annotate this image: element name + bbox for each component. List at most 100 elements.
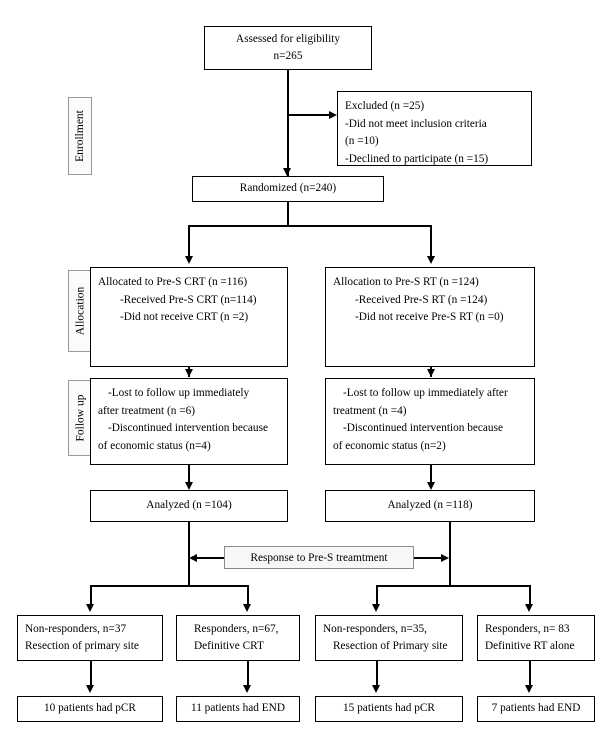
excluded-line-1: Excluded (n =25) — [345, 100, 425, 112]
connector-response-left-arm — [196, 557, 224, 559]
connector-analyzed-left-down — [188, 522, 190, 587]
connector-rt-results-split — [376, 585, 531, 587]
connector-out-1 — [90, 661, 92, 689]
connector-randomized-stem — [287, 202, 289, 226]
connector-rt-nonresp-drop — [376, 585, 378, 608]
allocated-crt-box: Allocated to Pre-S CRT (n =116) -Receive… — [90, 267, 288, 367]
excluded-box: Excluded (n =25) -Did not meet inclusion… — [337, 91, 532, 166]
connector-out-2 — [247, 661, 249, 689]
arrow-excluded — [329, 110, 337, 119]
arrow-response-right — [441, 553, 449, 562]
follow-right-line-4: of economic status (n=2) — [333, 439, 446, 452]
connector-response-right-arm — [413, 557, 442, 559]
crt-non-responders-outcome-box: 10 patients had pCR — [17, 696, 163, 722]
follow-left-line-4: of economic status (n=4) — [98, 439, 211, 452]
rt-responders-box: Responders, n= 83 Definitive RT alone — [477, 615, 595, 661]
follow-left-line-2: after treatment (n =6) — [98, 404, 196, 417]
arrow-out-4 — [525, 685, 533, 693]
out-4-line-1: 7 patients had END — [491, 702, 581, 715]
rt-responders-outcome-box: 7 patients had END — [477, 696, 595, 722]
analyzed-left-line-1: Analyzed (n =104) — [146, 499, 232, 512]
connector-out-4 — [529, 661, 531, 689]
arrow-allocation-left — [184, 256, 193, 264]
follow-up-rt-box: -Lost to follow up immediately after tre… — [325, 378, 535, 465]
response-to-treatment-chip: Response to Pre-S treamtment — [224, 546, 414, 569]
analyzed-rt-box: Analyzed (n =118) — [325, 490, 535, 522]
res-3-line-2: Resection of Primary site — [333, 640, 448, 652]
res-2-line-2: Definitive CRT — [194, 640, 264, 652]
follow-up-crt-box: -Lost to follow up immediately after tre… — [90, 378, 288, 465]
rt-non-responders-outcome-box: 15 patients had pCR — [315, 696, 463, 722]
stage-label-followup: Follow up — [68, 380, 92, 456]
connector-analyzed-right-down — [449, 522, 451, 587]
alloc-left-line-1: Allocated to Pre-S CRT (n =116) — [98, 276, 248, 288]
alloc-left-line-3: -Did not receive CRT (n =2) — [120, 311, 249, 323]
excluded-line-4: -Declined to participate (n =15) — [345, 152, 489, 165]
arrow-allocation-right — [426, 256, 435, 264]
stage-label-enrollment-text: Enrollment — [74, 110, 86, 162]
crt-non-responders-box: Non-responders, n=37 Resection of primar… — [17, 615, 163, 661]
out-3-line-1: 15 patients had pCR — [343, 702, 435, 715]
connector-crt-results-split — [90, 585, 248, 587]
crt-responders-outcome-box: 11 patients had END — [176, 696, 300, 722]
out-2-line-1: 11 patients had END — [190, 702, 285, 715]
res-3-line-1: Non-responders, n=35, — [323, 622, 427, 635]
stage-label-allocation-text: Allocation — [74, 286, 87, 336]
connector-allocation-right-drop — [430, 225, 432, 261]
arrow-rt-nonresponders — [372, 604, 380, 612]
connector-out-3 — [376, 661, 378, 689]
alloc-right-line-2: -Received Pre-S RT (n =124) — [355, 293, 488, 306]
alloc-right-line-1: Allocation to Pre-S RT (n =124) — [333, 276, 479, 288]
arrow-out-2 — [243, 685, 251, 693]
stage-label-followup-text: Follow up — [74, 394, 86, 442]
randomized-box: Randomized (n=240) — [192, 176, 384, 202]
arrow-follow-right — [426, 369, 435, 377]
connector-crt-nonresp-drop — [90, 585, 92, 608]
arrow-out-1 — [86, 685, 94, 693]
allocation-rt-box: Allocation to Pre-S RT (n =124) -Receive… — [325, 267, 535, 367]
connector-crt-resp-drop — [247, 585, 249, 608]
alloc-left-line-2: -Received Pre-S CRT (n=114) — [120, 293, 257, 306]
follow-right-line-3: -Discontinued intervention because — [343, 422, 503, 434]
arrow-randomized — [282, 168, 291, 176]
connector-follow-right-to-analyzed — [430, 465, 432, 487]
follow-left-line-3: -Discontinued intervention because — [108, 422, 268, 434]
follow-right-line-2: treatment (n =4) — [333, 404, 407, 417]
stage-label-enrollment: Enrollment — [68, 97, 92, 175]
excluded-line-3: (n =10) — [345, 135, 379, 147]
stage-label-allocation: Allocation — [68, 270, 92, 352]
follow-right-line-1: -Lost to follow up immediately after — [343, 387, 508, 399]
randomized-line-1: Randomized (n=240) — [239, 182, 337, 195]
analyzed-right-line-1: Analyzed (n =118) — [387, 499, 473, 512]
analyzed-crt-box: Analyzed (n =104) — [90, 490, 288, 522]
alloc-right-line-3: -Did not receive Pre-S RT (n =0) — [355, 311, 504, 323]
res-4-line-1: Responders, n= 83 — [485, 622, 570, 635]
arrow-follow-left — [184, 369, 193, 377]
out-1-line-1: 10 patients had pCR — [44, 702, 136, 715]
assessed-line-1: Assessed for eligibility — [235, 32, 341, 45]
arrow-analyzed-right — [426, 482, 435, 490]
arrow-crt-responders — [243, 604, 251, 612]
connector-to-excluded — [287, 114, 331, 116]
arrow-rt-responders — [525, 604, 533, 612]
connector-allocation-split — [188, 225, 432, 227]
connector-assessed-to-randomized — [287, 70, 289, 176]
arrow-crt-nonresponders — [86, 604, 94, 612]
res-2-line-1: Responders, n=67, — [194, 622, 279, 635]
arrow-response-left — [189, 553, 197, 562]
res-1-line-2: Resection of primary site — [25, 640, 139, 652]
rt-non-responders-box: Non-responders, n=35, Resection of Prima… — [315, 615, 463, 661]
arrow-analyzed-left — [184, 482, 193, 490]
connector-allocation-left-drop — [188, 225, 190, 261]
assessed-for-eligibility-box: Assessed for eligibility n=265 — [204, 26, 372, 70]
crt-responders-box: Responders, n=67, Definitive CRT — [176, 615, 300, 661]
assessed-line-2: n=265 — [273, 50, 303, 62]
res-1-line-1: Non-responders, n=37 — [25, 622, 127, 635]
connector-rt-resp-drop — [529, 585, 531, 608]
response-to-treatment-text: Response to Pre-S treamtment — [250, 551, 388, 564]
connector-follow-left-to-analyzed — [188, 465, 190, 487]
arrow-out-3 — [372, 685, 380, 693]
excluded-line-2: -Did not meet inclusion criteria — [345, 117, 487, 130]
follow-left-line-1: -Lost to follow up immediately — [108, 387, 250, 399]
